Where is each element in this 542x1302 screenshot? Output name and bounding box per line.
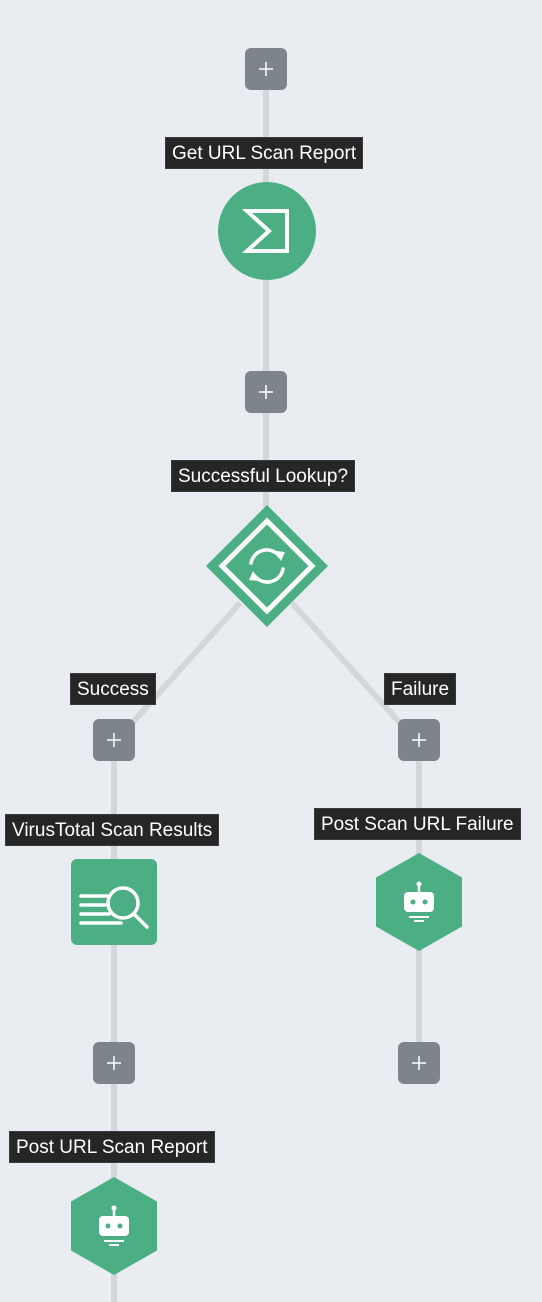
- add-step-button[interactable]: [398, 719, 440, 761]
- node-label-get-scan-report: Get URL Scan Report: [165, 137, 364, 169]
- add-step-button[interactable]: [245, 371, 287, 413]
- branch-label-failure: Failure: [384, 673, 457, 705]
- add-step-button[interactable]: [93, 719, 135, 761]
- plus-icon: [412, 1056, 426, 1070]
- node-post-scan-failure[interactable]: [376, 853, 462, 951]
- sync-icon: [249, 548, 285, 584]
- search-list-icon: [79, 886, 149, 929]
- add-step-button[interactable]: [245, 48, 287, 90]
- plus-icon: [259, 385, 273, 399]
- connector: [416, 761, 422, 854]
- plus-icon: [107, 1056, 121, 1070]
- add-step-button[interactable]: [93, 1042, 135, 1084]
- bot-icon: [99, 1205, 129, 1246]
- bot-icon: [404, 881, 434, 922]
- node-virustotal-results[interactable]: [71, 859, 157, 945]
- connector: [263, 90, 269, 182]
- connector: [416, 950, 422, 1043]
- branch-label-success: Success: [70, 673, 156, 705]
- sigma-icon: [241, 209, 289, 253]
- node-get-scan-report[interactable]: [218, 182, 316, 280]
- node-label-virustotal-results: VirusTotal Scan Results: [5, 814, 220, 846]
- node-label-successful-lookup: Successful Lookup?: [171, 460, 356, 492]
- plus-icon: [259, 62, 273, 76]
- add-step-button[interactable]: [398, 1042, 440, 1084]
- plus-icon: [107, 733, 121, 747]
- node-label-post-url-scan-report: Post URL Scan Report: [9, 1131, 215, 1163]
- node-label-post-scan-failure: Post Scan URL Failure: [314, 808, 521, 840]
- node-successful-lookup[interactable]: [206, 505, 328, 627]
- node-post-url-scan-report[interactable]: [71, 1177, 157, 1275]
- plus-icon: [412, 733, 426, 747]
- connector: [263, 280, 269, 372]
- connector: [111, 1270, 117, 1302]
- connector: [111, 761, 117, 860]
- connector: [111, 943, 117, 1043]
